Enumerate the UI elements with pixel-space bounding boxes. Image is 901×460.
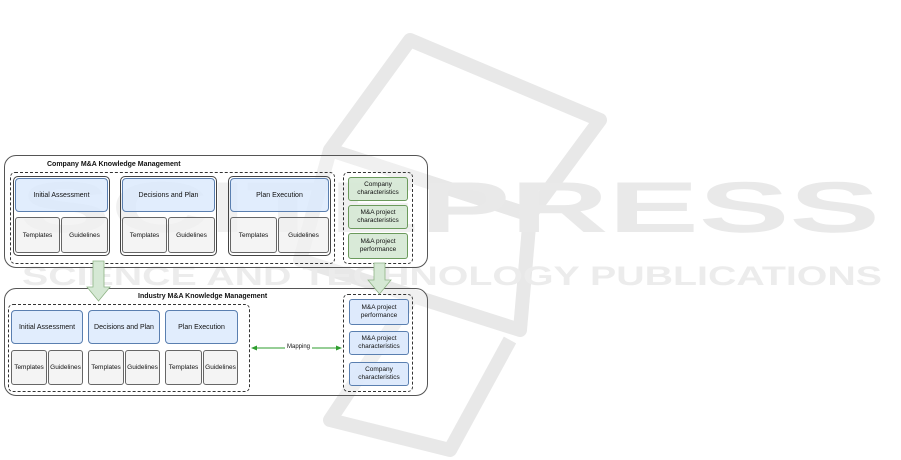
company-phase-3-guidelines: Guidelines — [278, 217, 329, 253]
flow-arrow-left — [86, 260, 111, 302]
industry-char-project-performance: M&A project performance — [349, 299, 409, 325]
industry-phase-3-templates: Templates — [165, 350, 202, 385]
industry-phases-group — [8, 304, 250, 392]
industry-km-title: Industry M&A Knowledge Management — [138, 293, 268, 300]
industry-phase-1-guidelines: Guidelines — [48, 350, 83, 385]
company-char-company: Company characteristics — [348, 177, 408, 201]
company-phase-initial-assessment: Initial Assessment — [15, 178, 108, 212]
company-phase-plan-execution-group — [228, 176, 331, 256]
mapping-label: Mapping — [285, 344, 313, 350]
industry-characteristics-group — [343, 294, 413, 392]
flow-arrow-right — [367, 262, 392, 295]
company-phases-group — [10, 172, 335, 264]
company-phase-3-templates: Templates — [230, 217, 277, 253]
company-phase-decisions-plan: Decisions and Plan — [122, 178, 215, 212]
industry-phase-2-guidelines: Guidelines — [125, 350, 160, 385]
company-phase-2-templates: Templates — [122, 217, 167, 253]
industry-char-company: Company characteristics — [349, 362, 409, 386]
company-phase-decisions-plan-group — [120, 176, 217, 256]
company-phase-2-guidelines: Guidelines — [168, 217, 215, 253]
industry-phase-2-templates: Templates — [88, 350, 124, 385]
company-km-title: Company M&A Knowledge Management — [47, 161, 181, 168]
industry-phase-plan-execution: Plan Execution — [165, 310, 238, 344]
company-phase-initial-assessment-group — [13, 176, 110, 256]
company-phase-plan-execution: Plan Execution — [230, 178, 329, 212]
company-char-project-characteristics: M&A project characteristics — [348, 205, 408, 229]
industry-phase-1-templates: Templates — [11, 350, 47, 385]
company-phase-1-guidelines: Guidelines — [61, 217, 108, 253]
industry-phase-decisions-plan: Decisions and Plan — [88, 310, 160, 344]
industry-phase-3-guidelines: Guidelines — [203, 350, 238, 385]
company-phase-1-templates: Templates — [15, 217, 60, 253]
industry-phase-initial-assessment: Initial Assessment — [11, 310, 83, 344]
industry-char-project-characteristics: M&A project characteristics — [349, 331, 409, 355]
company-char-project-performance: M&A project performance — [348, 233, 408, 259]
